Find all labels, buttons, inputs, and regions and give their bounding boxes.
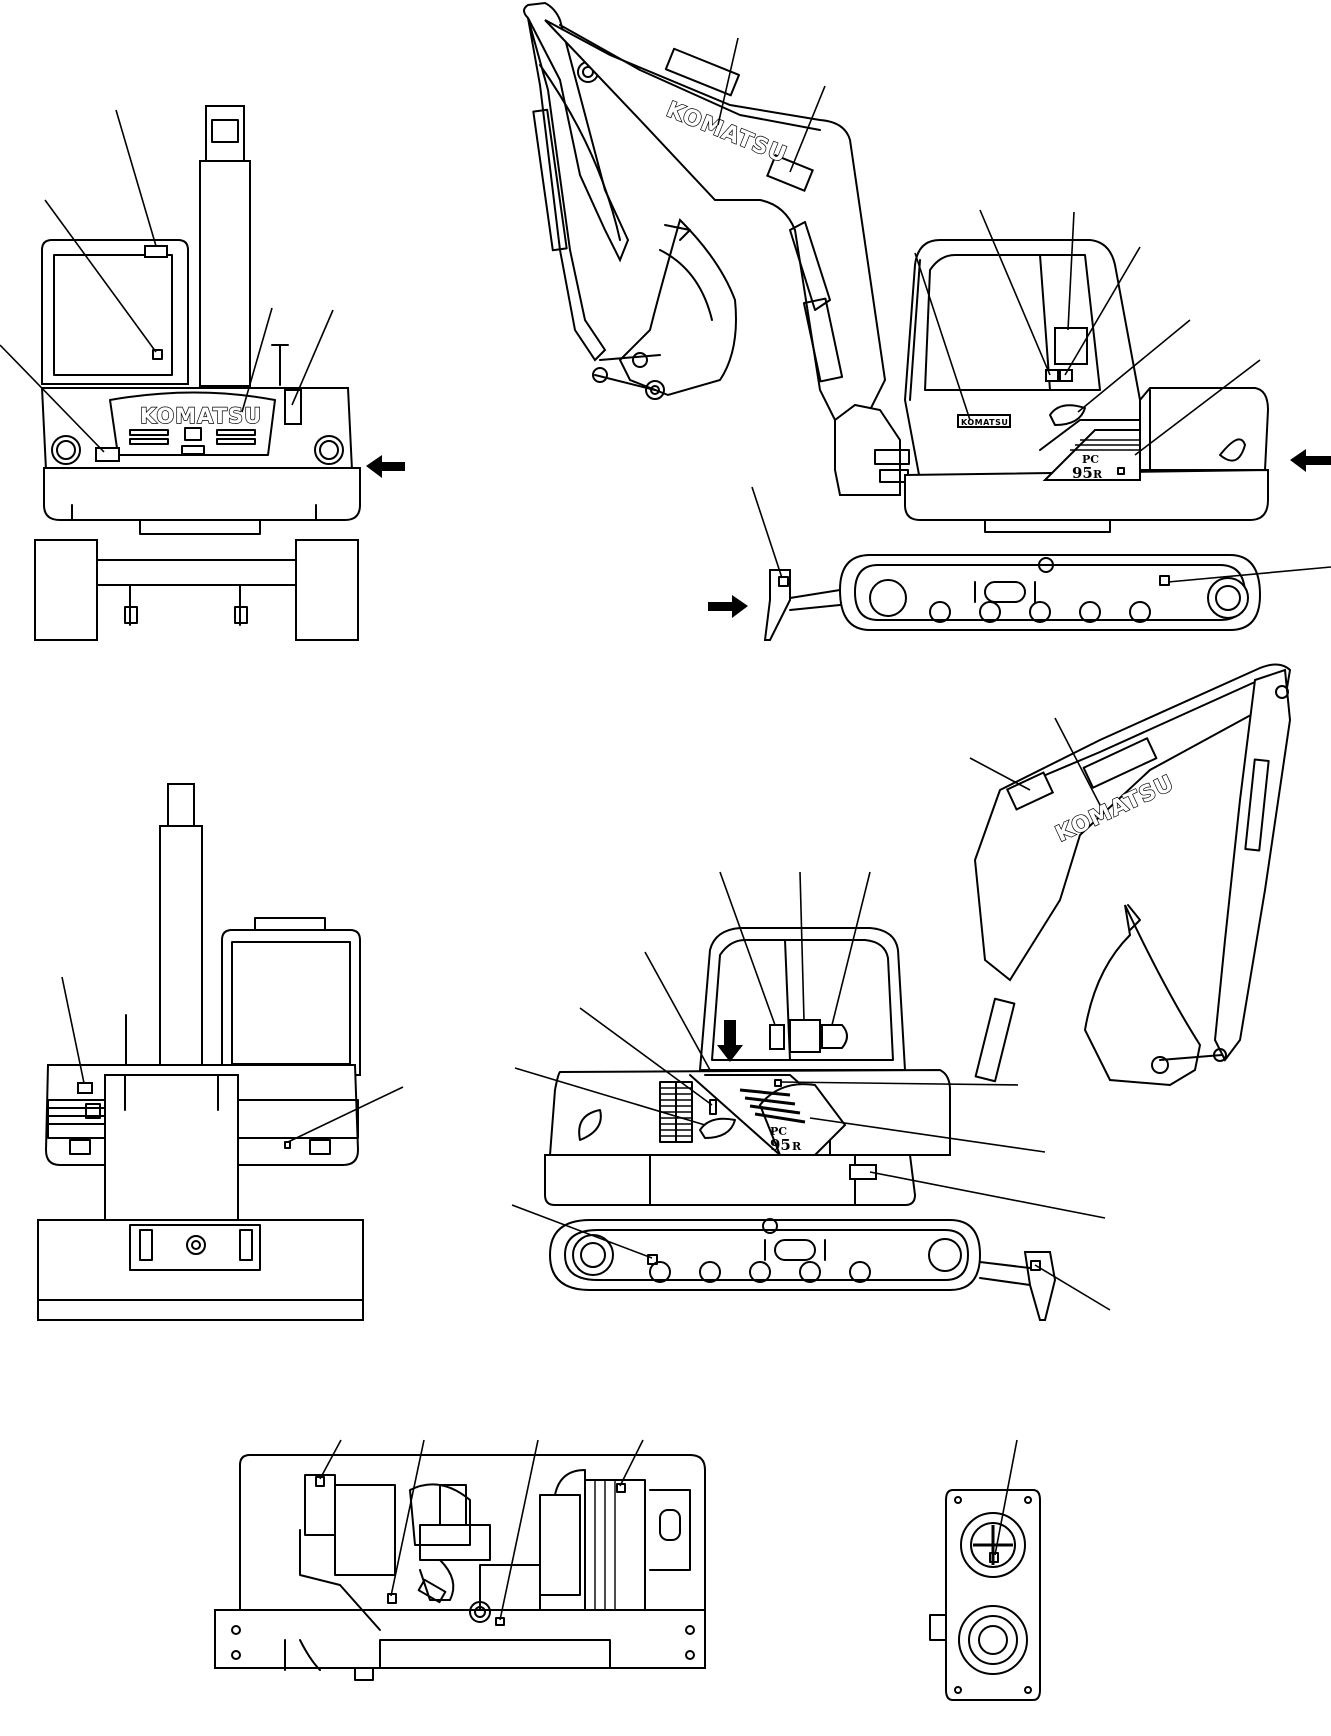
decal-marker xyxy=(1005,771,1055,811)
rear-view xyxy=(37,783,404,1321)
decal-marker xyxy=(957,414,1011,428)
decal-marker xyxy=(789,1019,821,1053)
decal-marker xyxy=(95,447,120,462)
decal-marker xyxy=(77,1082,93,1094)
right-side-view: PC 95 R KOMATSU xyxy=(511,663,1292,1321)
decal-marker xyxy=(849,1164,877,1180)
decal-marker xyxy=(1030,1260,1041,1271)
model-suffix-left: R xyxy=(1093,468,1103,481)
decal-marker xyxy=(769,1024,785,1050)
front-view: KOMATSU xyxy=(0,105,405,641)
decal-marker xyxy=(315,1476,325,1487)
engine-compartment-view xyxy=(214,1439,706,1681)
decal-marker xyxy=(284,1141,291,1149)
model-prefix-left: PC xyxy=(1082,453,1099,466)
decal-marker xyxy=(647,1254,658,1265)
decal-marker xyxy=(1159,575,1170,586)
decal-marker xyxy=(709,1099,717,1115)
decal-marker xyxy=(1059,369,1073,382)
left-side-view: KOMATSU PC 95 R KOMATSU xyxy=(523,1,1331,641)
component-detail-view xyxy=(929,1439,1041,1701)
view-arrow xyxy=(366,455,405,478)
decal-marker xyxy=(152,349,163,360)
view-arrow xyxy=(708,595,748,618)
logo-decal xyxy=(1049,404,1086,426)
brand-decal-cab: KOMATSU xyxy=(961,418,1008,427)
decal-marker xyxy=(774,1079,782,1087)
view-arrow xyxy=(1290,449,1331,472)
logo-decal xyxy=(699,1117,736,1139)
brand-decal-front: KOMATSU xyxy=(140,404,262,428)
decal-marker xyxy=(989,1552,999,1563)
model-number-right: 95 xyxy=(770,1136,791,1154)
decal-marker xyxy=(778,576,789,587)
model-number-left: 95 xyxy=(1072,464,1093,482)
model-suffix-right: R xyxy=(792,1140,802,1153)
decal-marker xyxy=(821,1024,848,1049)
decal-marker xyxy=(284,389,302,425)
decal-marker xyxy=(144,245,168,258)
model-decal xyxy=(1042,429,1141,481)
decal-marker xyxy=(1045,369,1059,382)
view-arrow xyxy=(717,1020,743,1062)
model-prefix-right: PC xyxy=(770,1125,787,1138)
